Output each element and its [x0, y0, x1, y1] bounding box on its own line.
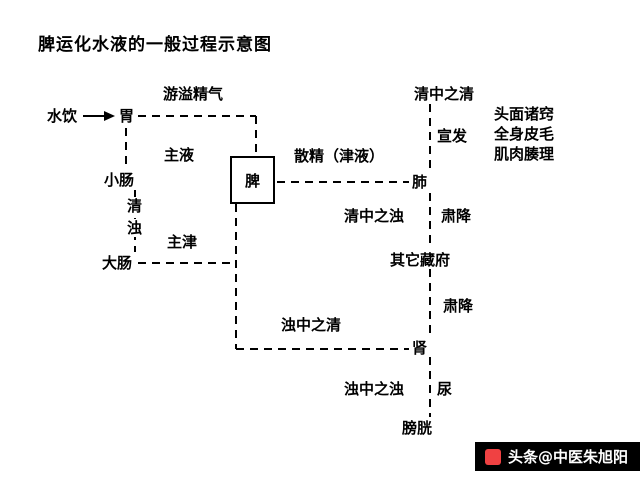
node-bladder: 膀胱: [402, 419, 433, 437]
dest-head-orifices: 头面诸窍: [494, 105, 555, 123]
node-other-viscera: 其它藏府: [390, 251, 451, 269]
dest-muscles-interstices: 肌肉腠理: [494, 145, 555, 163]
label-descending-upper: 肃降: [441, 207, 472, 225]
node-spleen-label: 脾: [244, 171, 260, 190]
label-governs-jin: 主津: [167, 233, 198, 251]
label-descending-lower: 肃降: [443, 297, 474, 315]
node-kidney: 肾: [412, 339, 428, 357]
label-urine: 尿: [437, 380, 453, 398]
dest-body-skin-hair: 全身皮毛: [494, 125, 555, 143]
node-spleen: 脾: [230, 156, 275, 204]
node-water-drink: 水饮: [47, 107, 78, 125]
label-overflow-essence: 游溢精气: [163, 85, 224, 103]
node-lung: 肺: [412, 173, 428, 191]
label-dispersing: 宣发: [437, 127, 468, 145]
node-stomach: 胃: [119, 107, 135, 125]
label-clear: 清: [125, 197, 145, 215]
label-clear-within-turbid: 浊中之清: [281, 316, 342, 334]
arrowhead-icon: [104, 111, 115, 121]
label-turbid: 浊: [125, 219, 145, 237]
node-small-intestine: 小肠: [104, 171, 135, 189]
diagram-title: 脾运化水液的一般过程示意图: [38, 35, 272, 55]
watermark: 头条@中医朱旭阳: [474, 442, 640, 471]
label-governs-ye: 主液: [164, 146, 195, 164]
node-large-intestine: 大肠: [102, 254, 133, 272]
toutiao-logo-icon: [484, 448, 501, 465]
label-disperse-essence: 散精（津液）: [294, 147, 385, 165]
label-clear-of-clear: 清中之清: [414, 85, 475, 103]
label-turbid-within-turbid: 浊中之浊: [344, 380, 405, 398]
label-turbid-within-clear: 清中之浊: [344, 207, 405, 225]
watermark-text: 头条@中医朱旭阳: [507, 448, 628, 466]
